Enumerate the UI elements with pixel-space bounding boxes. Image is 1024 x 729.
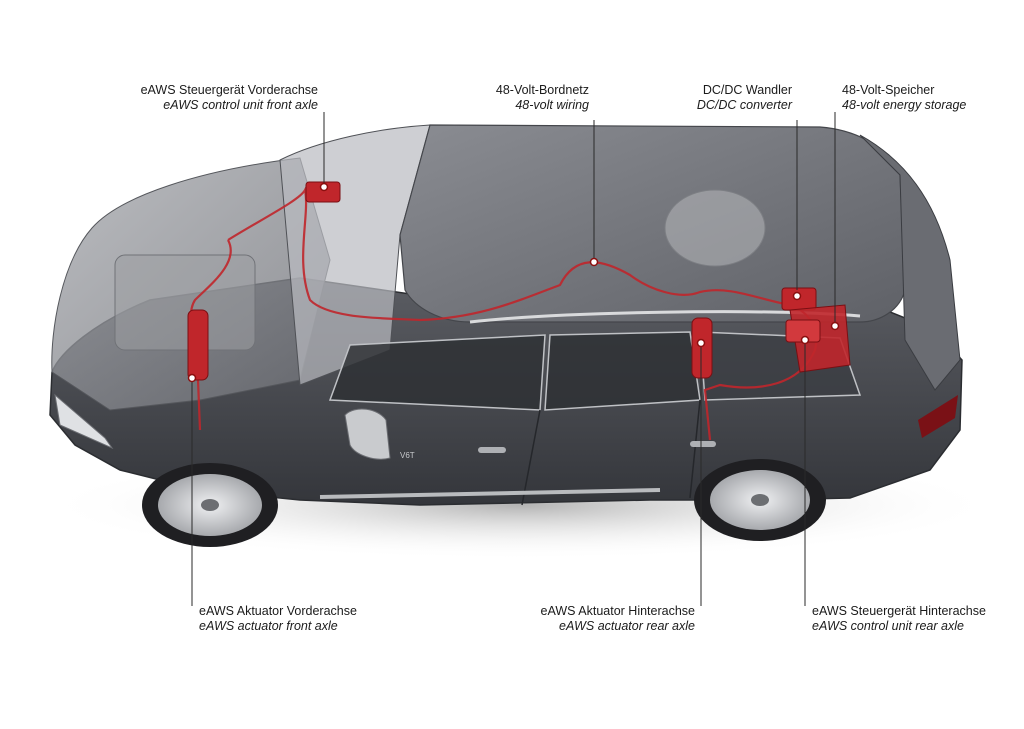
door-line-front bbox=[521, 409, 541, 506]
actuator-rear bbox=[691, 317, 713, 379]
callout-storage-en: 48-volt energy storage bbox=[842, 98, 967, 112]
spare-wheel bbox=[664, 189, 766, 267]
callout-wiring: 48-Volt-Bordnetz 48-volt wiring bbox=[496, 83, 589, 113]
leader-lines bbox=[191, 112, 836, 606]
callout-actuator-front: eAWS Aktuator Vorderachse eAWS actuator … bbox=[199, 604, 357, 634]
control-unit-front bbox=[305, 181, 341, 203]
callout-storage: 48-Volt-Speicher 48-volt energy storage bbox=[842, 83, 966, 113]
door-line-rear bbox=[689, 399, 701, 499]
marker-actuator-rear bbox=[696, 338, 706, 348]
engine-block bbox=[114, 254, 256, 351]
headlight bbox=[54, 393, 114, 450]
callout-dcdc: DC/DC Wandler DC/DC converter bbox=[697, 83, 792, 113]
roof bbox=[399, 124, 906, 323]
marker-storage bbox=[830, 321, 840, 331]
taillight bbox=[918, 395, 958, 438]
callout-storage-de: 48-Volt-Speicher bbox=[842, 83, 935, 97]
front-window bbox=[328, 334, 546, 411]
callout-control-unit-rear: eAWS Steuergerät Hinterachse eAWS contro… bbox=[812, 604, 986, 634]
callout-actuator-front-en: eAWS actuator front axle bbox=[199, 619, 338, 633]
door-handle-rear bbox=[690, 441, 716, 447]
callout-actuator-rear: eAWS Aktuator Hinterachse eAWS actuator … bbox=[541, 604, 695, 634]
front-wheel bbox=[142, 463, 278, 547]
side-mirror bbox=[344, 408, 391, 460]
callout-control-unit-front-en: eAWS control unit front axle bbox=[163, 98, 318, 112]
callout-actuator-rear-de: eAWS Aktuator Hinterachse bbox=[540, 604, 695, 618]
marker-dcdc bbox=[792, 291, 802, 301]
callout-actuator-rear-en: eAWS actuator rear axle bbox=[559, 619, 695, 633]
sill-trim bbox=[319, 488, 661, 499]
door-handle-front bbox=[478, 447, 506, 453]
callout-control-unit-front-de: eAWS Steuergerät Vorderachse bbox=[140, 83, 318, 97]
callout-actuator-front-de: eAWS Aktuator Vorderachse bbox=[199, 604, 357, 618]
marker-control-unit-rear bbox=[800, 335, 810, 345]
callout-control-unit-front: eAWS Steuergerät Vorderachse eAWS contro… bbox=[141, 83, 318, 113]
actuator-front bbox=[187, 309, 209, 381]
model-badge: V6T bbox=[400, 451, 415, 460]
rear-wheel bbox=[694, 459, 826, 541]
tailgate bbox=[859, 134, 961, 391]
markers bbox=[187, 182, 840, 383]
callout-wiring-de: 48-Volt-Bordnetz bbox=[495, 83, 589, 97]
callout-dcdc-de: DC/DC Wandler bbox=[702, 83, 792, 97]
callout-dcdc-en: DC/DC converter bbox=[696, 98, 792, 112]
marker-actuator-front bbox=[187, 373, 197, 383]
marker-wiring bbox=[589, 257, 599, 267]
callout-wiring-en: 48-volt wiring bbox=[515, 98, 589, 112]
callout-control-unit-rear-en: eAWS control unit rear axle bbox=[812, 619, 964, 633]
callout-control-unit-rear-de: eAWS Steuergerät Hinterachse bbox=[812, 604, 986, 618]
marker-control-unit-front bbox=[319, 182, 329, 192]
rear-window bbox=[544, 331, 701, 411]
